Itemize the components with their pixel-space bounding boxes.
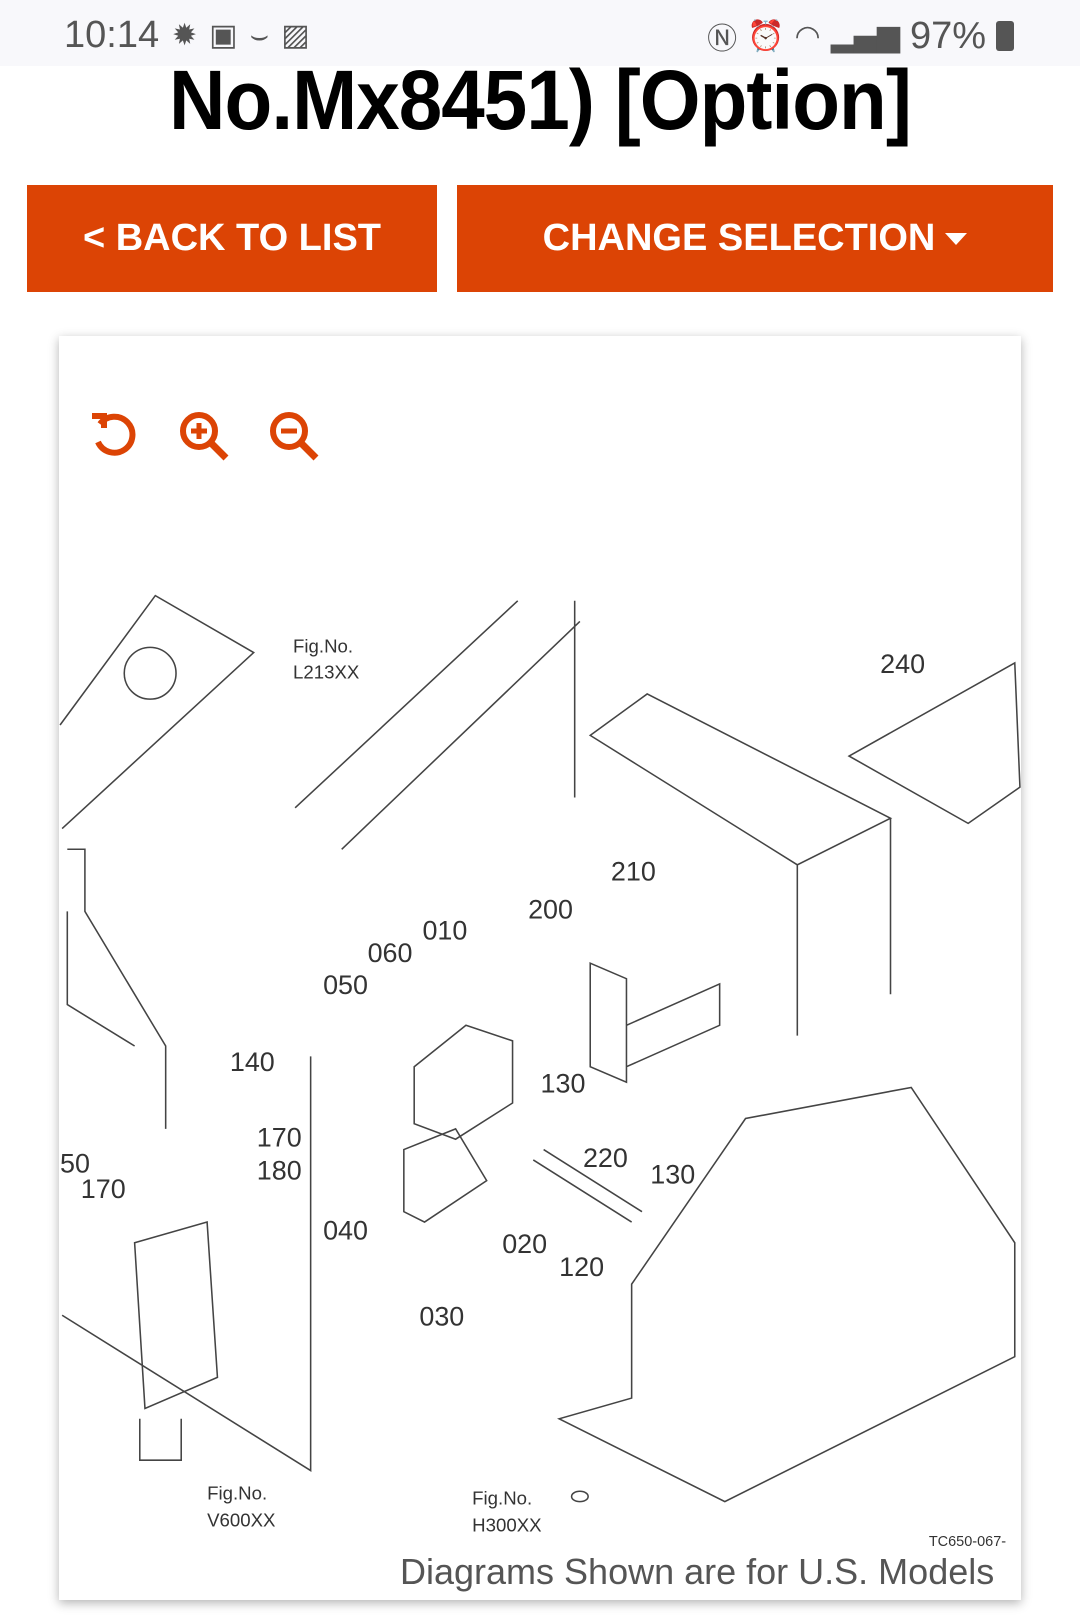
caret-down-icon bbox=[945, 232, 968, 245]
gallery-icon: ▨ bbox=[281, 18, 310, 53]
battery-icon bbox=[996, 21, 1014, 51]
diagram-note: Diagrams Shown are for U.S. Models bbox=[400, 1551, 995, 1592]
status-time: 10:14 bbox=[64, 14, 160, 56]
signal-icon: ▂▄▆ bbox=[830, 18, 900, 54]
page-title: No.Mx8451) [Option] bbox=[169, 53, 912, 147]
diagram-card[interactable] bbox=[59, 336, 1021, 1600]
alarm-icon: ⏰ bbox=[747, 18, 785, 54]
amazon-icon: ⌣ bbox=[249, 18, 270, 53]
reset-icon[interactable] bbox=[88, 410, 140, 462]
back-label: < BACK TO LIST bbox=[82, 217, 382, 259]
battery-percent: 97% bbox=[909, 14, 986, 57]
nfc-icon: Ⓝ bbox=[707, 22, 738, 57]
wifi-icon: ◠ bbox=[794, 18, 821, 54]
outlook-icon: ▣ bbox=[209, 18, 238, 53]
status-bar: 10:14 ✹ ▣ ⌣ ▨ Ⓝ ⏰ ◠ ▂▄▆ 97% bbox=[0, 0, 1080, 66]
change-label: CHANGE SELECTION bbox=[542, 217, 936, 259]
back-to-list-button[interactable]: < BACK TO LIST bbox=[27, 185, 437, 292]
settings-icon: ✹ bbox=[172, 18, 198, 53]
zoom-in-icon[interactable] bbox=[178, 410, 230, 462]
change-selection-button[interactable]: CHANGE SELECTION bbox=[457, 185, 1053, 292]
zoom-out-icon[interactable] bbox=[268, 410, 320, 462]
